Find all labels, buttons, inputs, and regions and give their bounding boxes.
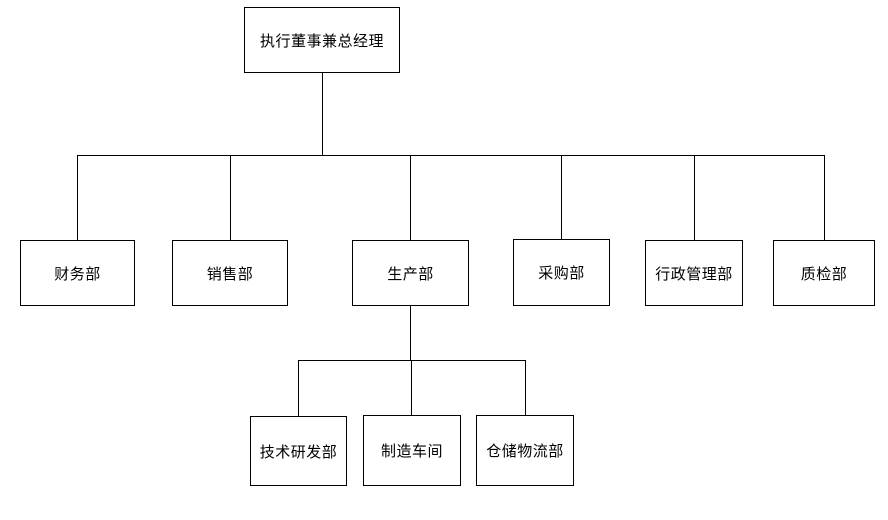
org-node-workshop: 制造车间 [363,415,461,486]
org-node-quality: 质检部 [773,240,875,306]
connector-level1-bar [77,155,825,156]
org-node-quality-label: 质检部 [800,265,848,283]
org-node-root-label: 执行董事兼总经理 [259,32,384,50]
connector-drop-procurement [561,155,562,240]
connector-drop-logistics [525,360,526,415]
org-node-logistics-label: 仓储物流部 [486,443,564,460]
org-node-rnd-label: 技术研发部 [259,443,338,461]
org-node-admin-label: 行政管理部 [655,265,733,283]
org-node-admin: 行政管理部 [645,240,743,306]
org-node-production-label: 生产部 [387,265,434,283]
connector-drop-admin [694,155,695,240]
connector-drop-quality [824,155,825,240]
org-node-procurement-label: 采购部 [538,265,585,282]
connector-drop-production [410,155,411,240]
org-node-root: 执行董事兼总经理 [244,7,400,73]
connector-drop-sales [230,155,231,240]
connector-drop-rnd [298,360,299,416]
org-node-finance: 财务部 [20,240,135,306]
org-node-logistics: 仓储物流部 [476,415,574,486]
connector-production-stem [410,306,411,360]
connector-root-stem [322,73,323,155]
org-node-workshop-label: 制造车间 [380,443,443,460]
org-node-finance-label: 财务部 [54,265,101,283]
connector-drop-finance [77,155,78,240]
org-node-procurement: 采购部 [513,239,610,306]
org-node-sales-label: 销售部 [206,265,254,283]
org-node-sales: 销售部 [172,240,288,306]
org-node-rnd: 技术研发部 [250,416,347,486]
connector-drop-workshop [411,360,412,415]
org-node-production: 生产部 [352,240,469,306]
connector-level2-bar [298,360,526,361]
